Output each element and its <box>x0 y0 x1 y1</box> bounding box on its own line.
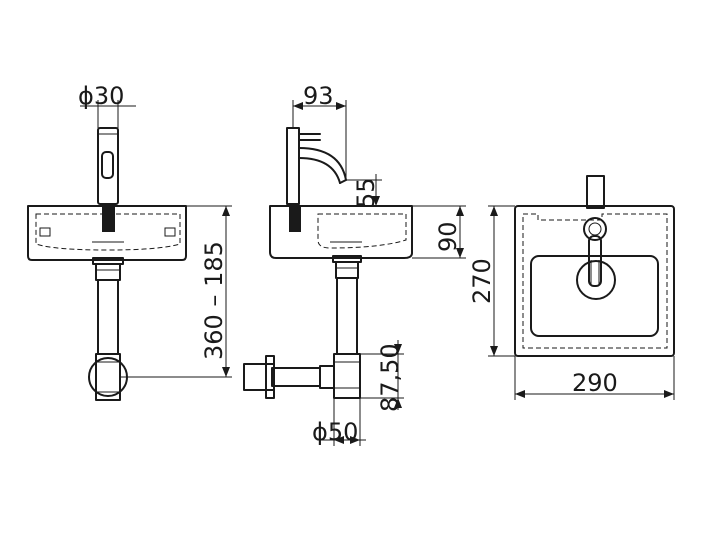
front-waste-pipe <box>88 257 128 401</box>
dim-front-mount-height: 360 – 185 <box>120 205 232 378</box>
dim-label-side-basin-height: 90 <box>434 221 462 252</box>
dim-side-spout-height: 55 <box>346 174 382 208</box>
dim-trap-diameter: ϕ50 <box>312 398 366 446</box>
dim-top-width: 290 <box>514 356 675 400</box>
dim-front-tap-diameter: ϕ30 <box>78 82 136 128</box>
top-tap <box>576 217 616 300</box>
side-waste-pipe <box>243 255 362 399</box>
dim-label-side-spout-reach: 93 <box>303 82 334 110</box>
dim-label-front-mount-height: 360 – 185 <box>200 241 228 360</box>
front-view <box>27 127 187 401</box>
dim-label-front-tap-diameter: ϕ30 <box>78 82 124 110</box>
dim-trap-height: 87,50 <box>360 340 404 412</box>
side-basin <box>269 205 413 259</box>
dim-top-depth: 270 <box>468 205 515 357</box>
side-view <box>243 127 413 399</box>
dim-label-side-spout-height: 55 <box>352 177 380 208</box>
dim-label-top-width: 290 <box>572 369 618 397</box>
dim-label-top-depth: 270 <box>468 258 496 304</box>
dim-label-trap-diameter: ϕ50 <box>312 418 358 446</box>
top-view <box>514 175 675 357</box>
side-tap <box>286 127 347 232</box>
dim-side-basin-height: 90 <box>412 205 466 259</box>
front-tap <box>97 127 119 232</box>
dim-label-trap-height: 87,50 <box>376 343 404 412</box>
dim-side-spout-reach: 93 <box>292 82 347 180</box>
front-basin <box>27 205 187 261</box>
